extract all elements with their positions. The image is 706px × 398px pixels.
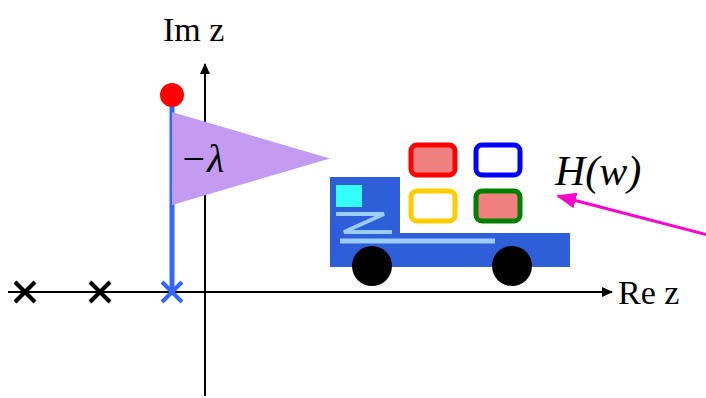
axis-label: Re z (618, 276, 679, 310)
flag-knob (160, 83, 184, 107)
cargo-box (411, 191, 455, 221)
cargo-box (476, 191, 520, 221)
cargo-box (411, 145, 455, 175)
pole-marker (162, 282, 182, 302)
pole-label: −λ (180, 139, 224, 179)
imaginary-axis (204, 64, 206, 396)
axis-label: Im z (163, 13, 224, 47)
pole-marker (15, 282, 35, 302)
pole-marker (90, 282, 110, 302)
truck-illustration (330, 177, 570, 286)
flag-shape: −λ (172, 112, 330, 205)
cargo-box (476, 145, 520, 175)
pointer-arrow (558, 196, 706, 236)
function-label: H(w) (555, 150, 641, 192)
